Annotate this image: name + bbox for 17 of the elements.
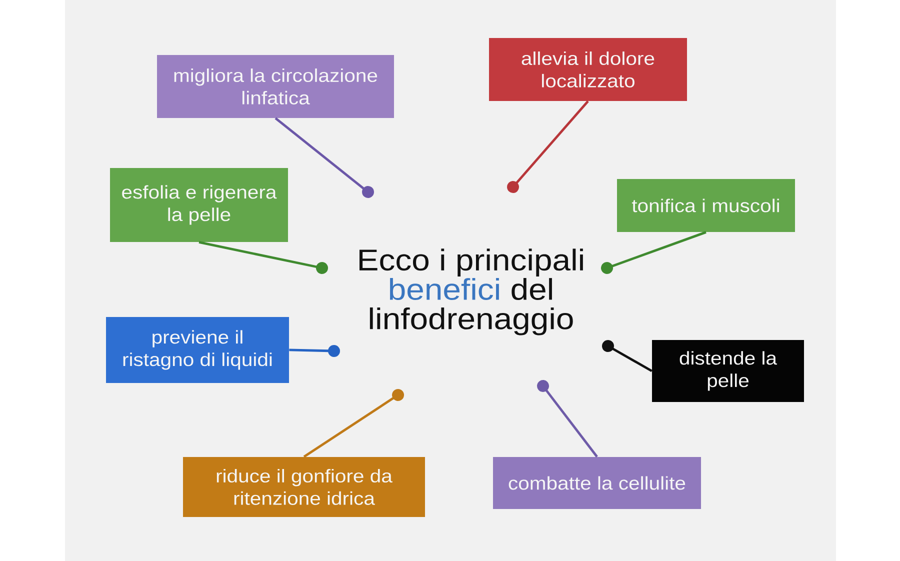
text-box: allevia il dolore localizzato bbox=[489, 38, 687, 101]
leader-line bbox=[289, 344, 340, 357]
title: Ecco i principali benefici del linfodrenaggio bbox=[360, 248, 583, 336]
text-box: esfolia e rigenera la pelle bbox=[110, 168, 288, 242]
leader-line bbox=[601, 231, 706, 274]
leader-line bbox=[274, 117, 374, 198]
leader-line bbox=[537, 380, 598, 458]
leader-line bbox=[507, 100, 589, 193]
text-box: distende la pelle bbox=[652, 340, 804, 402]
text-box: combatte la cellulite bbox=[493, 456, 701, 509]
text-box: riduce il gonfiore da ritenzione idrica bbox=[183, 456, 425, 517]
leader-line bbox=[602, 340, 652, 372]
leader-line bbox=[303, 389, 404, 458]
text-box: previene il ristagno di liquidi bbox=[106, 316, 289, 383]
text-box: tonifica i muscoli bbox=[617, 178, 795, 232]
leader-line bbox=[198, 241, 328, 274]
text-box: migliora la circolazione linfatica bbox=[157, 55, 394, 118]
